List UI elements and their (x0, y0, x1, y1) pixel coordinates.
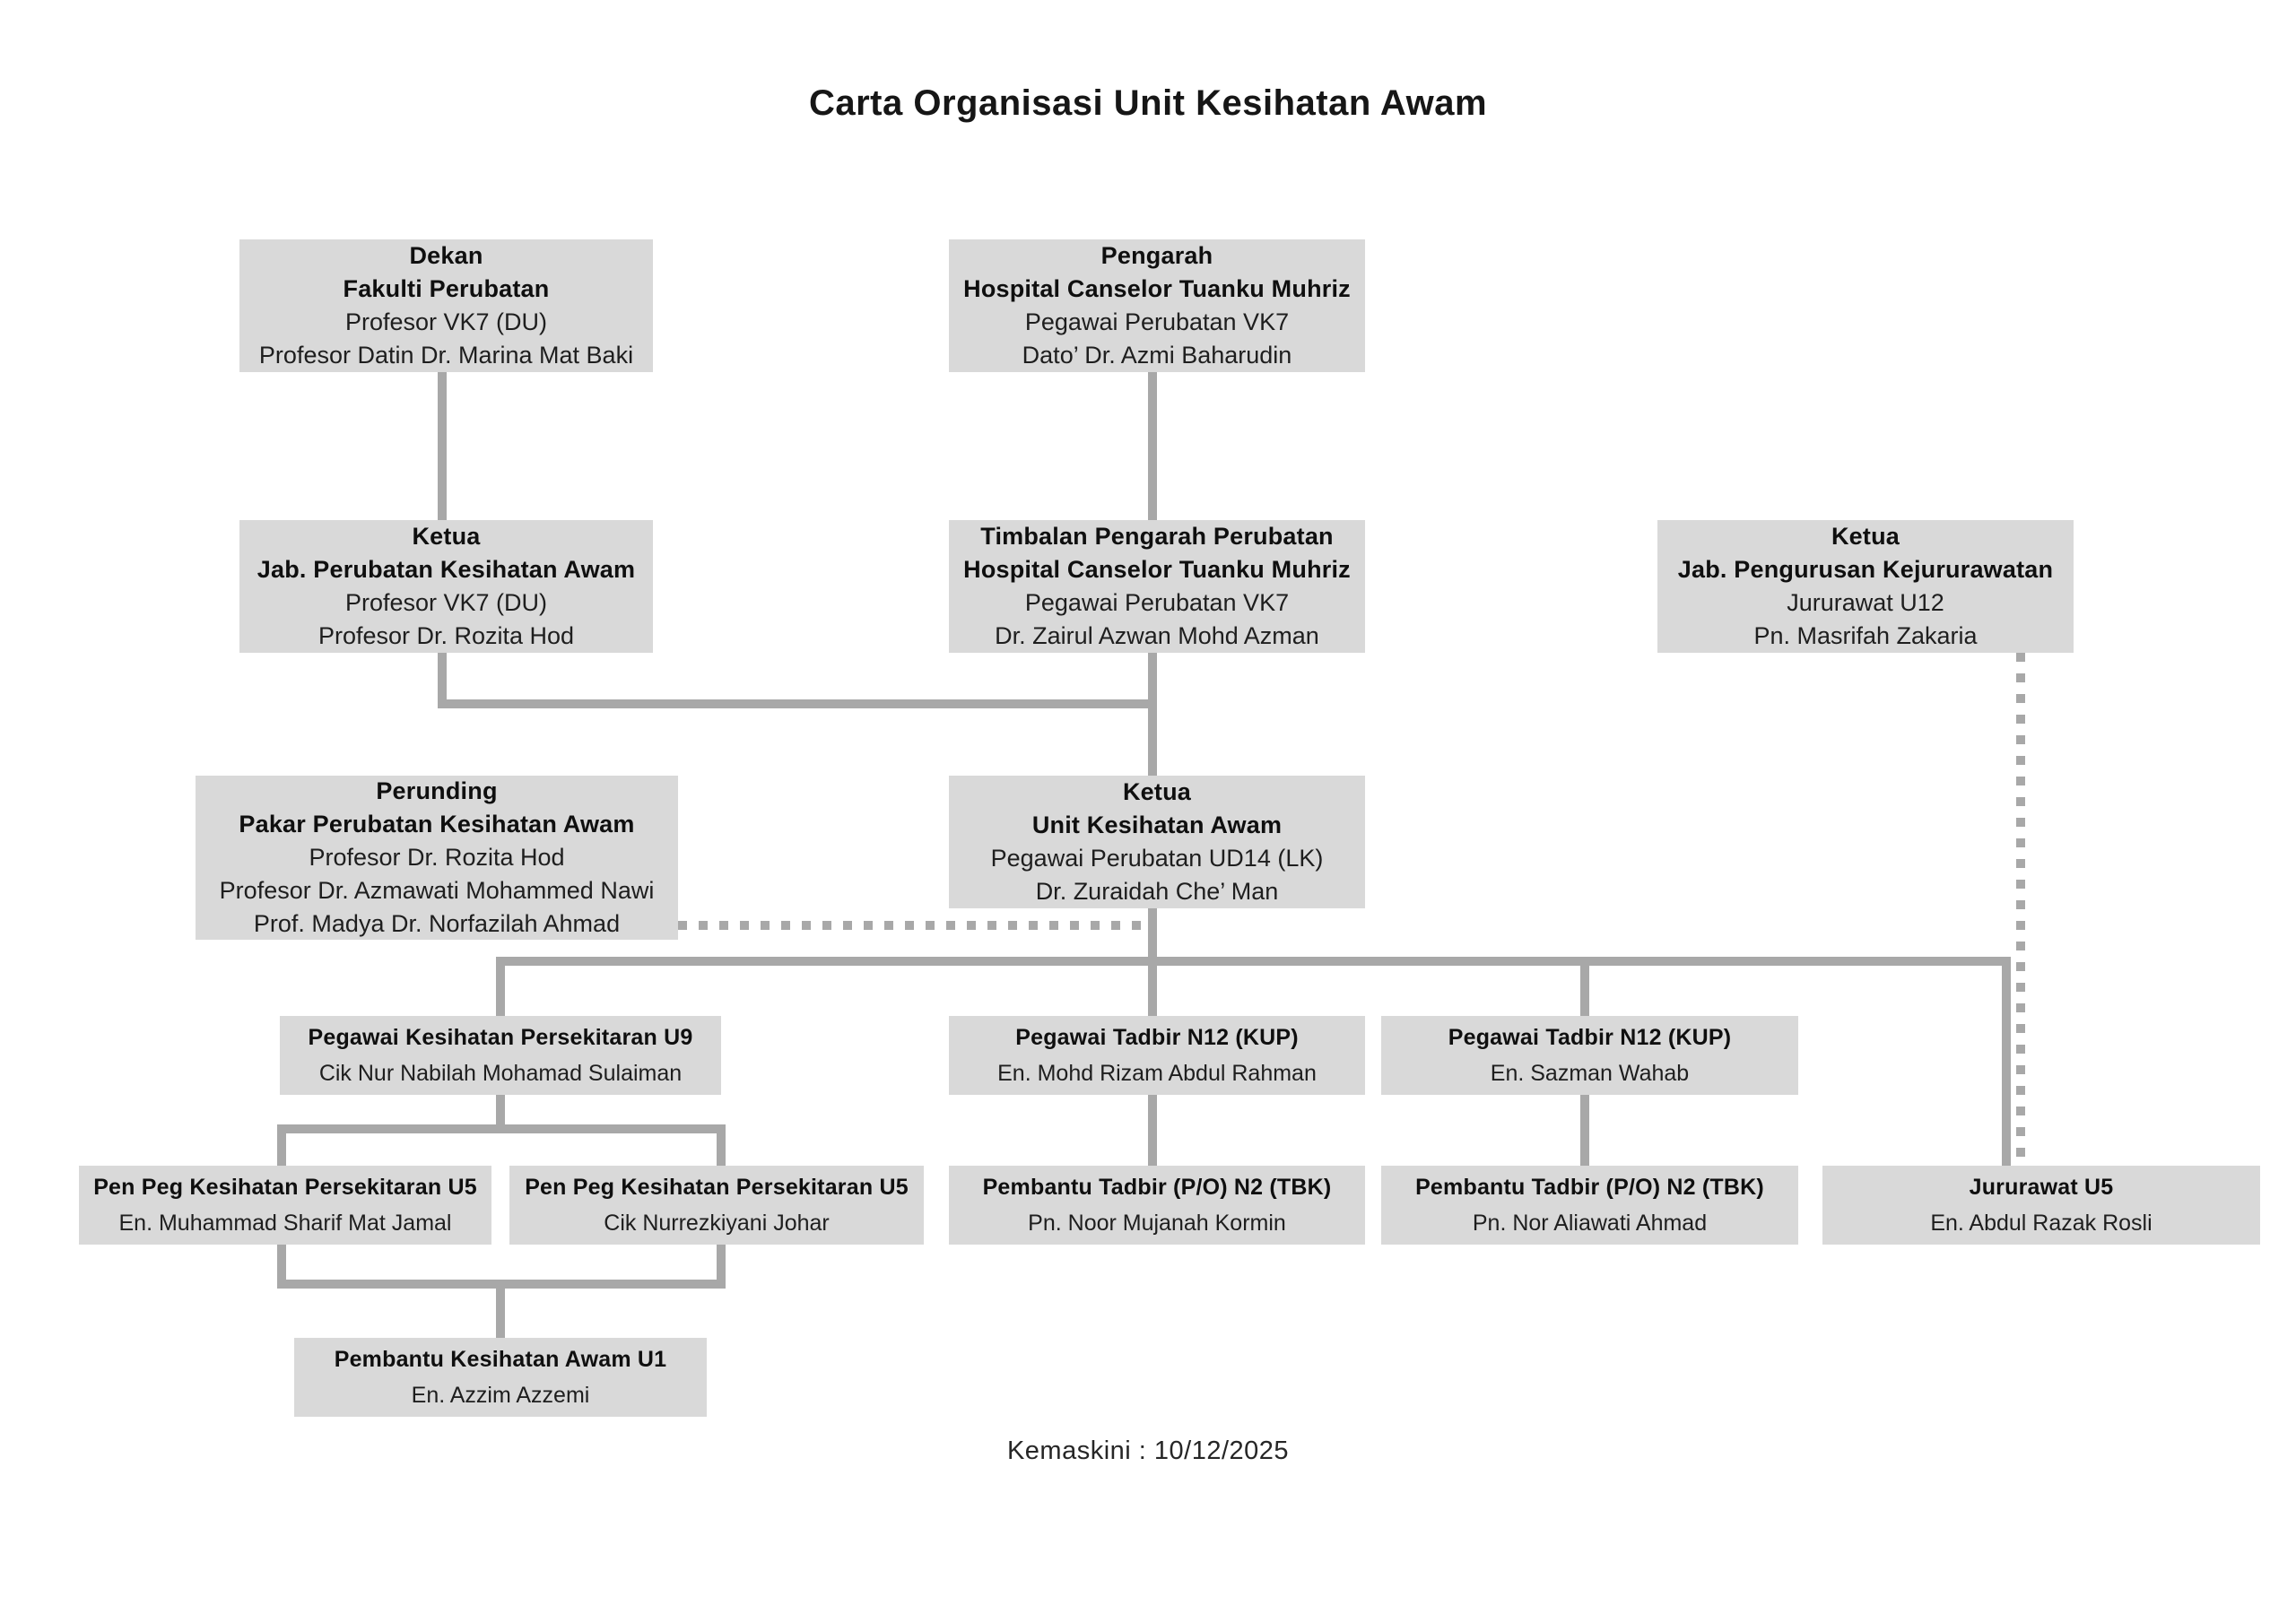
org-node-perunding: Perunding Pakar Perubatan Kesihatan Awam… (196, 776, 678, 940)
node-person: Cik Nur Nabilah Mohamad Sulaiman (318, 1061, 683, 1086)
node-person: En. Muhammad Sharif Mat Jamal (118, 1211, 452, 1236)
connector-ppkp-u5-2-drop (717, 1245, 726, 1289)
node-title: Jab. Pengurusan Kejururawatan (1677, 556, 2054, 583)
node-grade: Pegawai Perubatan VK7 (1024, 589, 1290, 616)
connector-dotted-ketua-jpk-to-jururawat-u5 (2016, 653, 2025, 1166)
connector-ppkp-u5-1-drop (277, 1245, 286, 1289)
node-person: Dr. Zairul Azwan Mohd Azman (995, 622, 1319, 649)
node-title: Pen Peg Kesihatan Persekitaran U5 (525, 1175, 909, 1200)
node-person: Cik Nurrezkiyani Johar (604, 1211, 830, 1236)
page-title-line2: Unit Kesihatan Awam (1113, 83, 1488, 123)
node-title: Pakar Perubatan Kesihatan Awam (239, 811, 635, 838)
node-person: En. Azzim Azzemi (411, 1383, 590, 1408)
node-person: Profesor Dr. Rozita Hod (317, 622, 575, 649)
node-grade: Profesor VK7 (DU) (344, 589, 548, 616)
node-title: Fakulti Perubatan (343, 275, 550, 302)
node-title: Pengarah (1100, 242, 1213, 269)
connector-bracket-upper (277, 1124, 726, 1133)
node-person: Pn. Noor Mujanah Kormin (1028, 1211, 1286, 1236)
connector-drop-to-ppkp-u5-1 (277, 1124, 286, 1166)
connector-pengarah-to-timbalan (1148, 372, 1157, 520)
org-node-pembantu-kesihatan-awam-u1: Pembantu Kesihatan Awam U1 En. Azzim Azz… (294, 1338, 707, 1417)
node-person: En. Abdul Razak Rosli (1930, 1211, 2152, 1236)
org-node-pegawai-tadbir-n12-rizam: Pegawai Tadbir N12 (KUP) En. Mohd Rizam … (949, 1016, 1365, 1095)
node-title: Ketua (1831, 523, 1900, 550)
page-title-line1: Carta Organisasi (808, 83, 1104, 123)
connector-dekan-to-ketua-jpka (438, 372, 447, 520)
connector-drop-to-pka-u1 (496, 1280, 505, 1338)
connector-drop-to-pt-n12-2 (1580, 957, 1589, 1016)
node-title: Hospital Canselor Tuanku Muhriz (963, 275, 1351, 302)
connector-ketua-jpka-elbow (438, 699, 1157, 708)
node-person: En. Mohd Rizam Abdul Rahman (997, 1061, 1317, 1086)
node-title: Pen Peg Kesihatan Persekitaran U5 (93, 1175, 477, 1200)
node-person: Profesor Dr. Azmawati Mohammed Nawi (219, 877, 655, 904)
node-person: Profesor Dr. Rozita Hod (309, 844, 565, 871)
node-title: Dekan (409, 242, 483, 269)
node-grade: Pegawai Perubatan VK7 (1024, 308, 1290, 335)
node-title: Jab. Perubatan Kesihatan Awam (257, 556, 636, 583)
node-title: Pembantu Tadbir (P/O) N2 (TBK) (982, 1175, 1332, 1200)
connector-distribution-line (496, 957, 2011, 966)
connector-pt-n12-2-to-pto-n2-2 (1580, 1095, 1589, 1166)
node-title: Perunding (376, 777, 498, 804)
connector-dotted-perunding-to-ketua-uka (678, 921, 1157, 930)
node-grade: Jururawat U12 (1787, 589, 1944, 616)
node-person: Dr. Zuraidah Che’ Man (1035, 878, 1279, 905)
org-node-pegawai-tadbir-n12-sazman: Pegawai Tadbir N12 (KUP) En. Sazman Waha… (1381, 1016, 1798, 1095)
node-person: Pn. Nor Aliawati Ahmad (1472, 1211, 1708, 1236)
node-person: En. Sazman Wahab (1490, 1061, 1690, 1086)
org-node-pegawai-kesihatan-persekitaran-u9: Pegawai Kesihatan Persekitaran U9 Cik Nu… (280, 1016, 721, 1095)
org-node-pen-peg-kesihatan-persekitaran-u5-sharif: Pen Peg Kesihatan Persekitaran U5 En. Mu… (79, 1166, 491, 1245)
node-title: Pembantu Kesihatan Awam U1 (334, 1347, 667, 1372)
connector-drop-to-ppkp-u5-2 (717, 1124, 726, 1166)
node-title: Unit Kesihatan Awam (1031, 812, 1283, 838)
org-node-dekan: Dekan Fakulti Perubatan Profesor VK7 (DU… (239, 239, 653, 372)
org-node-ketua-jab-perubatan-kesihatan-awam: Ketua Jab. Perubatan Kesihatan Awam Prof… (239, 520, 653, 653)
connector-drop-to-jururawat-u5 (2002, 957, 2011, 1166)
node-title: Pegawai Tadbir N12 (KUP) (1448, 1025, 1732, 1050)
node-title: Ketua (1122, 778, 1191, 805)
node-person: Dato’ Dr. Azmi Baharudin (1022, 342, 1292, 369)
node-person: Profesor Datin Dr. Marina Mat Baki (258, 342, 634, 369)
node-person: Pn. Masrifah Zakaria (1753, 622, 1978, 649)
node-title: Pegawai Tadbir N12 (KUP) (1015, 1025, 1299, 1050)
connector-drop-to-pkp-u9 (496, 957, 505, 1016)
node-grade: Pegawai Perubatan UD14 (LK) (990, 845, 1324, 872)
org-node-timbalan-pengarah: Timbalan Pengarah Perubatan Hospital Can… (949, 520, 1365, 653)
org-node-jururawat-u5: Jururawat U5 En. Abdul Razak Rosli (1822, 1166, 2260, 1245)
node-title: Jururawat U5 (1969, 1175, 2114, 1200)
org-node-pembantu-tadbir-n2-mujanah: Pembantu Tadbir (P/O) N2 (TBK) Pn. Noor … (949, 1166, 1365, 1245)
node-title: Pegawai Kesihatan Persekitaran U9 (308, 1025, 693, 1050)
node-title: Timbalan Pengarah Perubatan (980, 523, 1334, 550)
connector-pt-n12-1-to-pto-n2-1 (1148, 1095, 1157, 1166)
node-grade: Profesor VK7 (DU) (344, 308, 548, 335)
page-title: Carta Organisasi Unit Kesihatan Awam (0, 81, 2296, 126)
connector-ketua-jpka-drop (438, 653, 447, 708)
org-node-pembantu-tadbir-n2-aliawati: Pembantu Tadbir (P/O) N2 (TBK) Pn. Nor A… (1381, 1166, 1798, 1245)
org-node-pengarah: Pengarah Hospital Canselor Tuanku Muhriz… (949, 239, 1365, 372)
connector-pkp-u9-drop (496, 1095, 505, 1133)
org-node-ketua-unit-kesihatan-awam: Ketua Unit Kesihatan Awam Pegawai Peruba… (949, 776, 1365, 908)
org-node-ketua-jab-pengurusan-kejururawatan: Ketua Jab. Pengurusan Kejururawatan Juru… (1657, 520, 2074, 653)
connector-timbalan-to-ketua-uka (1148, 653, 1157, 776)
org-node-pen-peg-kesihatan-persekitaran-u5-nurrezkiyani: Pen Peg Kesihatan Persekitaran U5 Cik Nu… (509, 1166, 924, 1245)
node-title: Ketua (412, 523, 481, 550)
node-title: Hospital Canselor Tuanku Muhriz (963, 556, 1351, 583)
node-title: Pembantu Tadbir (P/O) N2 (TBK) (1415, 1175, 1764, 1200)
last-updated-note: Kemaskini : 10/12/2025 (1006, 1436, 1290, 1465)
node-person: Prof. Madya Dr. Norfazilah Ahmad (253, 910, 621, 937)
